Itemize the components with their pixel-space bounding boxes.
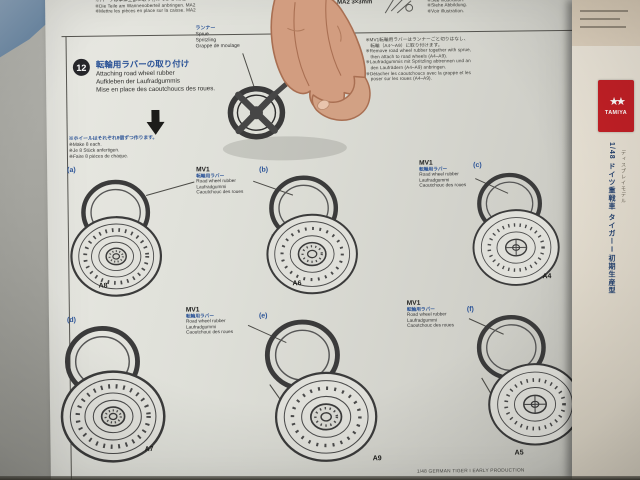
mv1-note-block: ※MV1転輪用ラバーはランナーごと切りはなし、 転輪（A4〜A9）に取り付けます… — [366, 35, 567, 82]
fine-print-streak — [580, 26, 626, 28]
wheel-assembly-a: (a) A8 — [61, 165, 213, 303]
part-number-a5: A5 — [514, 449, 524, 457]
tamiya-brand-text: TAMIYA — [604, 109, 628, 116]
step-title-jp: 転輪用ラバーの取り付け — [95, 58, 190, 70]
page-footer-caption: 1/48 GERMAN TIGER I EARLY PRODUCTION — [416, 468, 525, 475]
wheel-letter-d: (d) — [66, 316, 76, 325]
previous-step-sketch — [384, 0, 414, 14]
tamiya-twin-star-icon: ★★ — [609, 95, 626, 108]
wheel-letter-b: (b) — [259, 166, 269, 174]
wheel-diagram-b — [265, 173, 359, 296]
part-number-a4: A4 — [542, 273, 552, 281]
box-side-top — [572, 0, 640, 46]
hand — [270, 0, 371, 121]
kit-title-vertical: 1/48 ドイツ重戦車 タイガーⅠ初期生産型 — [608, 142, 615, 295]
quantity-note-block: ※ホイールはそれぞれ8個ずつ作ります。 ※Make 8 each. ※Je 8 … — [69, 136, 189, 161]
wheel-diagram-c — [471, 169, 561, 288]
box-side-panel: ★★ TAMIYA 1/48 ドイツ重戦車 タイガーⅠ初期生産型 ディスプレイモ… — [572, 0, 640, 480]
wheel-assembly-b: (b) A6 — [253, 161, 413, 299]
wheel-assembly-f: (f) A5 — [461, 303, 589, 465]
wheel-letter-f: (f) — [466, 306, 474, 314]
kit-subtitle-vertical: ディスプレイモデル — [620, 150, 626, 204]
wheel-letter-a: (a) — [67, 166, 76, 175]
top-note-right-line4: ※Voir illustration. — [427, 7, 465, 14]
fine-print-streak — [580, 10, 628, 12]
quantity-note-fr: ※Faire 8 pièces de chaque. — [68, 154, 129, 160]
part-number-a6: A6 — [292, 280, 302, 288]
fine-print-streak — [580, 18, 620, 20]
wheel-diagram-d — [57, 323, 231, 467]
hand-shadow — [222, 136, 347, 161]
part-number-a8: A8 — [98, 282, 108, 290]
wheel-letter-c: (c) — [473, 161, 482, 170]
part-number-a7: A7 — [144, 445, 154, 454]
hand-holding-sprue-photo — [222, 0, 371, 161]
tamiya-logo: ★★ TAMIYA — [598, 80, 634, 132]
mv1-note-line8: poser sur les roues (A4–A9). — [366, 75, 433, 82]
wheel-assembly-e: (e) A9 — [249, 311, 433, 469]
wheel-diagram-e — [249, 317, 379, 464]
step-number-badge: 12 — [72, 58, 90, 76]
wheel-assembly-c: (c) A4 — [467, 157, 581, 294]
wheel-assembly-d: (d) A7 — [57, 315, 231, 467]
manual-page: ※パーツは車体上部に取り付けてから MA2 ※Die Teile am Wann… — [44, 0, 584, 480]
wheel-diagram-f — [461, 313, 584, 447]
wheel-diagram-a — [69, 177, 164, 299]
top-note-right: ※図を参照してください。 ※See illustration. ※Siehe A… — [427, 0, 567, 14]
photo-bottom-edge — [0, 476, 640, 480]
down-arrow-icon — [146, 109, 165, 135]
part-number-a9: A9 — [372, 455, 382, 463]
